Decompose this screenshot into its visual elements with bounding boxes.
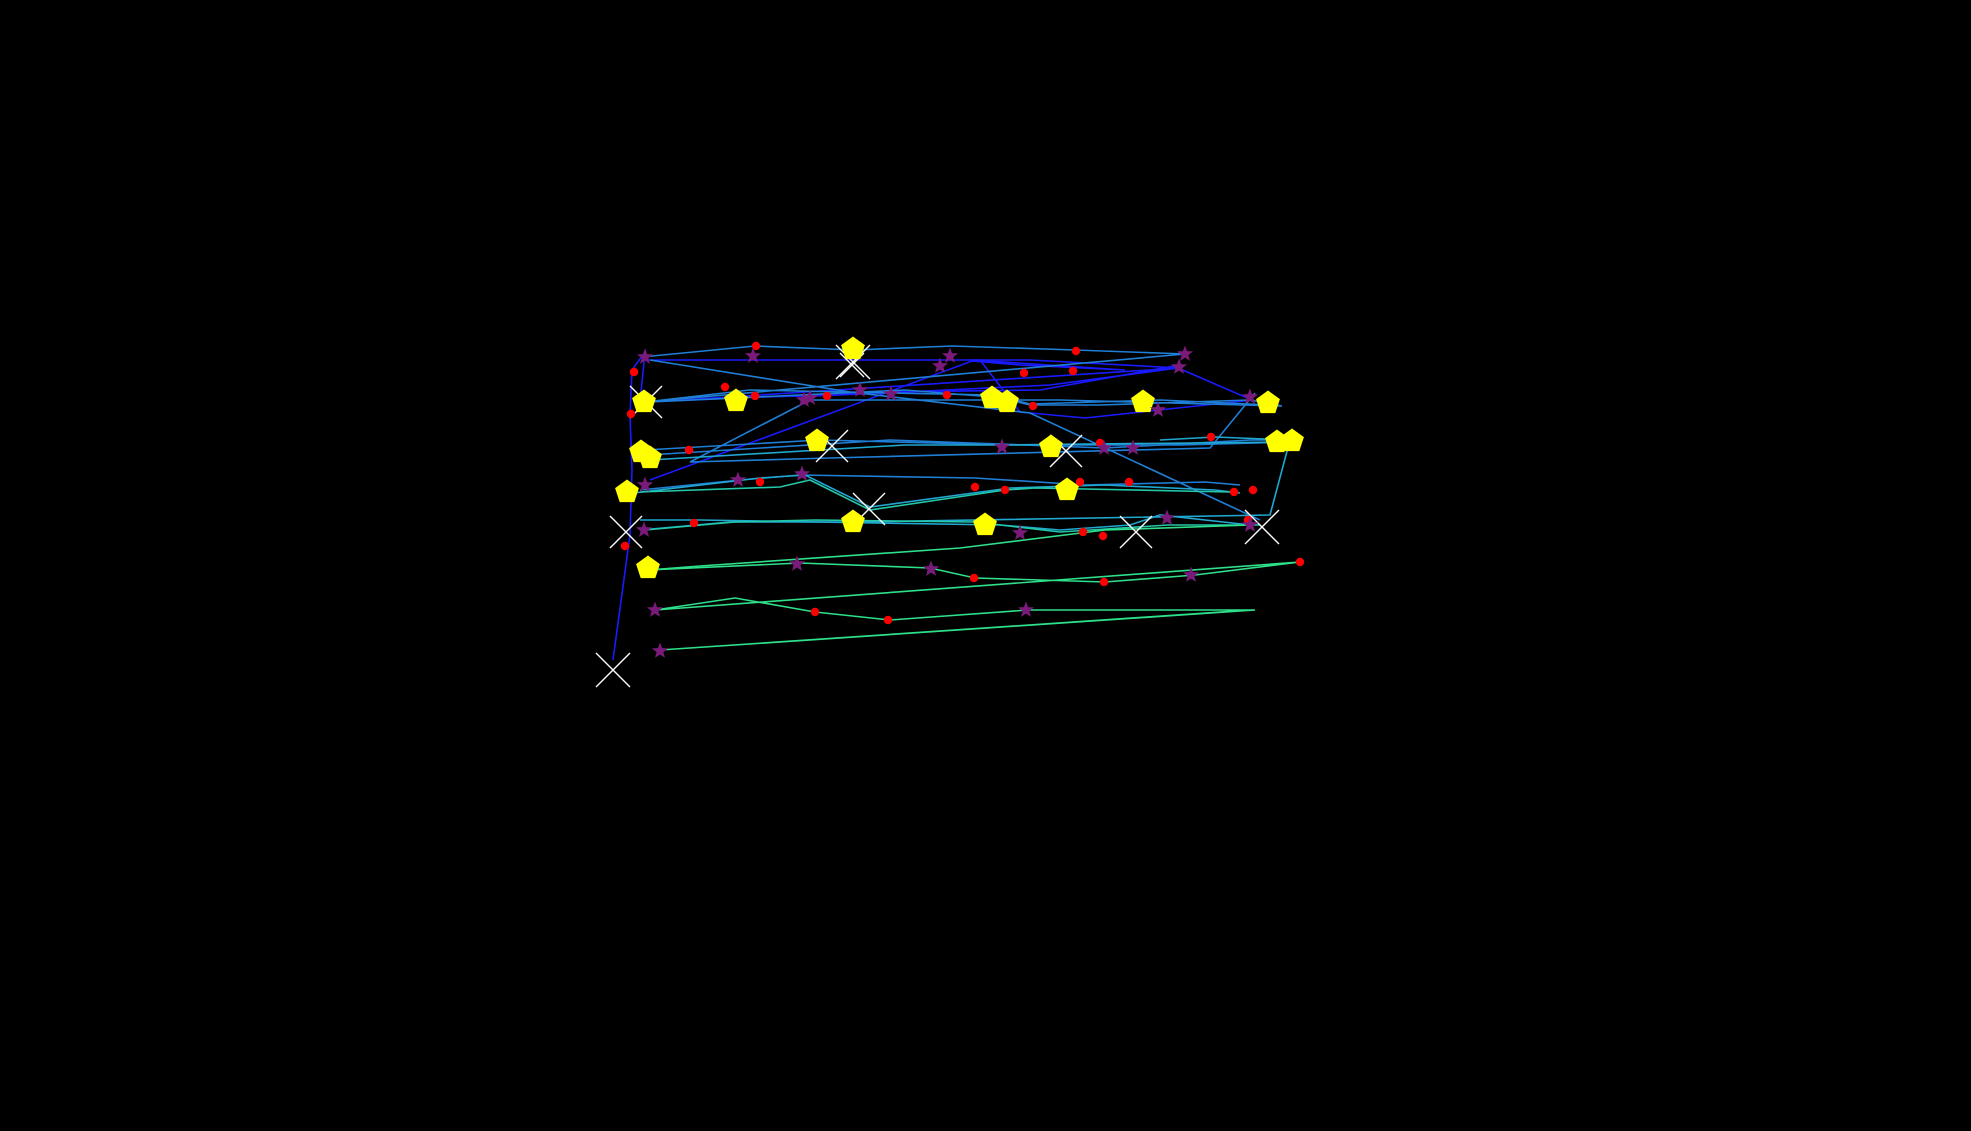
star-marker-icon-3 <box>1176 345 1194 361</box>
dot-marker-icon-14 <box>1229 487 1239 497</box>
dot-marker-icon-4 <box>1068 366 1078 376</box>
trajectory-cyan-12 <box>649 441 1286 461</box>
dot-marker-icon-0 <box>751 341 761 351</box>
pentagon-marker-icon-6 <box>1256 390 1280 414</box>
dot-marker-icon-30 <box>883 615 893 625</box>
pentagon-marker-icon-1 <box>632 389 656 413</box>
x-marker-icon-8 <box>595 652 631 688</box>
star-marker-icon-19 <box>635 521 653 537</box>
star-marker-icon-16 <box>636 476 654 492</box>
star-marker-icon-5 <box>931 357 949 373</box>
star-marker-icon-27 <box>1241 516 1259 532</box>
dot-marker-icon-23 <box>1098 531 1108 541</box>
star-marker-icon-15 <box>729 471 747 487</box>
dot-marker-icon-6 <box>750 391 760 401</box>
x-marker-icon-7 <box>1244 509 1280 545</box>
star-marker-icon-25 <box>1017 601 1035 617</box>
dot-marker-icon-13 <box>1206 432 1216 442</box>
x-marker-icon-6 <box>1119 515 1153 549</box>
dot-marker-icon-2 <box>1071 346 1081 356</box>
star-marker-icon-18 <box>1158 509 1176 525</box>
star-marker-icon-14 <box>1124 439 1142 455</box>
path-markers <box>595 336 1305 688</box>
star-marker-icon-11 <box>1241 388 1259 404</box>
star-marker-icon-4 <box>1170 358 1188 374</box>
dot-marker-icon-16 <box>755 477 765 487</box>
star-marker-icon-1 <box>744 347 762 363</box>
dot-marker-icon-26 <box>969 573 979 583</box>
star-marker-icon-17 <box>793 465 811 481</box>
star-marker-icon-10 <box>1149 401 1167 417</box>
x-marker-icon-0 <box>835 344 871 380</box>
dot-marker-icon-21 <box>689 518 699 528</box>
pentagon-marker-icon-5 <box>1131 389 1155 413</box>
star-marker-icon-13 <box>1095 439 1113 455</box>
dot-marker-icon-3 <box>1019 368 1029 378</box>
star-marker-icon-0 <box>636 348 654 364</box>
trajectory-blue-2 <box>648 359 1181 369</box>
dot-marker-icon-8 <box>942 390 952 400</box>
pentagon-marker-icon-2 <box>724 388 748 412</box>
dot-marker-icon-10 <box>626 409 636 419</box>
dot-marker-icon-25 <box>620 541 630 551</box>
dot-marker-icon-11 <box>684 445 694 455</box>
dot-marker-icon-9 <box>1028 401 1038 411</box>
trajectory-green-16 <box>647 524 1251 571</box>
dot-marker-icon-19 <box>1124 477 1134 487</box>
dot-marker-icon-15 <box>1075 477 1085 487</box>
pentagon-marker-icon-17 <box>636 555 660 579</box>
pentagon-marker-icon-9 <box>805 428 829 452</box>
star-marker-icon-8 <box>882 385 900 401</box>
pentagon-marker-icon-16 <box>973 512 997 536</box>
pentagon-marker-icon-14 <box>1055 477 1079 501</box>
dot-marker-icon-27 <box>1099 577 1109 587</box>
dot-marker-icon-1 <box>629 367 639 377</box>
dot-marker-icon-18 <box>1000 485 1010 495</box>
pentagon-marker-icon-0 <box>841 336 865 360</box>
trajectory-blue-0 <box>612 349 1256 661</box>
dot-marker-icon-28 <box>1295 557 1305 567</box>
star-marker-icon-6 <box>801 389 819 405</box>
dot-marker-icon-17 <box>970 482 980 492</box>
star-marker-icon-22 <box>922 560 940 576</box>
pentagon-marker-icon-15 <box>841 509 865 533</box>
x-marker-icon-5 <box>609 515 643 549</box>
pentagon-marker-icon-10 <box>1039 434 1063 458</box>
star-marker-icon-21 <box>788 555 806 571</box>
dot-marker-icon-20 <box>1248 485 1258 495</box>
dot-marker-icon-29 <box>810 607 820 617</box>
pentagon-marker-icon-4 <box>995 389 1019 413</box>
star-marker-icon-2 <box>941 347 959 363</box>
star-marker-icon-26 <box>651 642 669 658</box>
trajectory-azure-5 <box>649 359 1261 521</box>
dot-marker-icon-5 <box>720 382 730 392</box>
pentagon-marker-icon-12 <box>1280 428 1304 452</box>
star-marker-icon-9 <box>795 391 813 407</box>
star-marker-icon-23 <box>1182 566 1200 582</box>
pentagon-marker-icon-13 <box>615 479 639 503</box>
dot-marker-icon-22 <box>1078 527 1088 537</box>
star-marker-icon-7 <box>851 381 869 397</box>
star-marker-icon-24 <box>646 601 664 617</box>
star-marker-icon-20 <box>1011 524 1029 540</box>
star-marker-icon-12 <box>993 438 1011 454</box>
trajectory-cyan-9 <box>632 474 1241 508</box>
dot-marker-icon-7 <box>822 391 832 401</box>
trajectory-cyan-10 <box>640 514 1251 531</box>
pentagon-marker-icon-8 <box>638 445 662 469</box>
